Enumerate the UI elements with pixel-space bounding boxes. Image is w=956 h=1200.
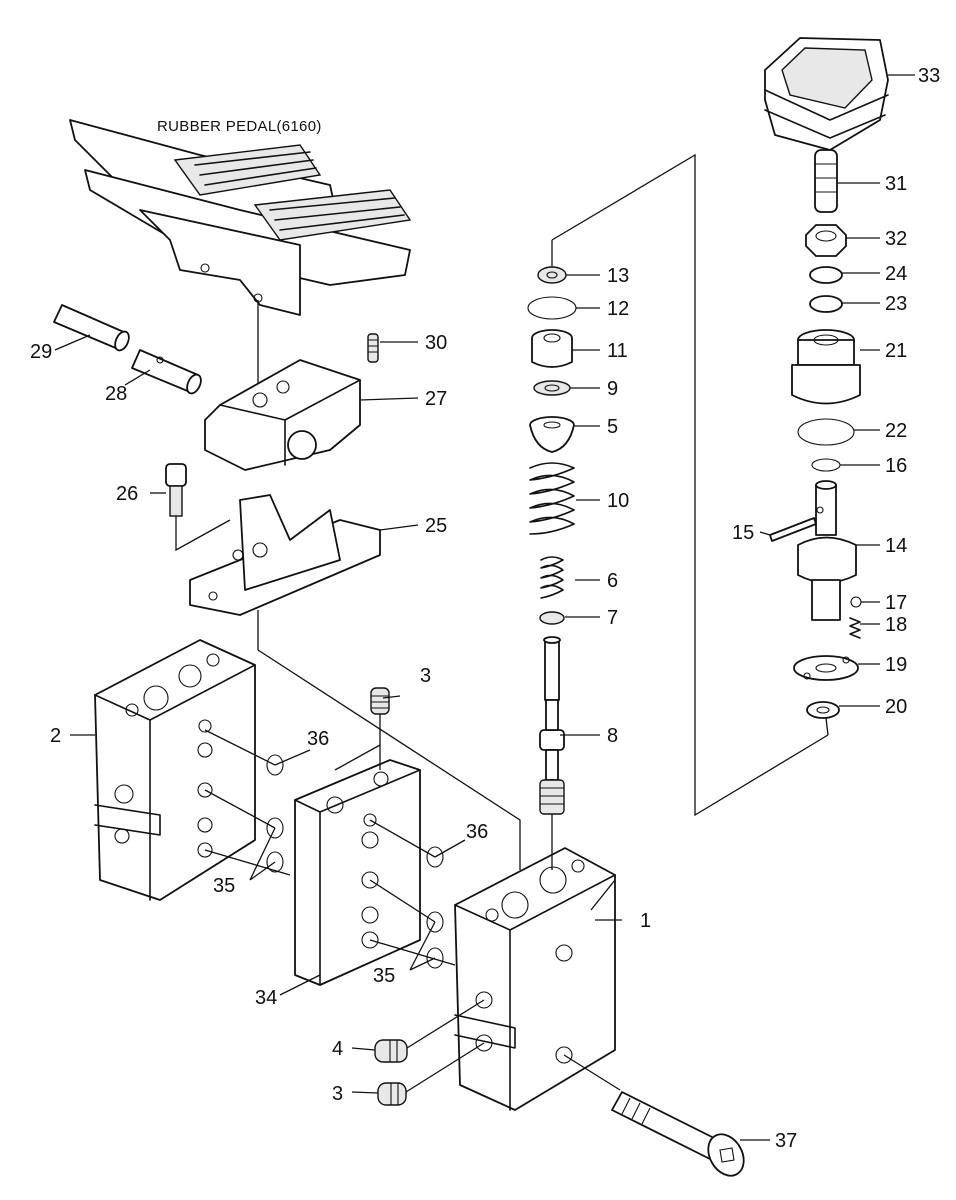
callout-17: 17 bbox=[885, 592, 907, 614]
washer-9 bbox=[533, 380, 571, 396]
plug-body-21 bbox=[791, 329, 861, 405]
spring-18 bbox=[849, 617, 861, 639]
callout-6: 6 bbox=[607, 570, 618, 592]
washer-23 bbox=[809, 295, 843, 313]
callout-11: 11 bbox=[607, 340, 628, 362]
callout-19: 19 bbox=[885, 654, 907, 676]
callout-22: 22 bbox=[885, 420, 907, 442]
callout-35-right: 35 bbox=[373, 965, 395, 987]
callout-16: 16 bbox=[885, 455, 907, 477]
ball-17 bbox=[850, 596, 862, 608]
pin-28 bbox=[131, 349, 202, 395]
callout-15: 15 bbox=[732, 522, 754, 544]
callout-31: 31 bbox=[885, 173, 907, 195]
diagram-title: RUBBER PEDAL(6160) bbox=[157, 118, 322, 135]
set-screw-30 bbox=[367, 333, 379, 363]
pedal-cam-bracket-27 bbox=[204, 359, 361, 471]
pedal-base-plate-25 bbox=[189, 494, 381, 616]
callout-23: 23 bbox=[885, 293, 907, 315]
callout-14: 14 bbox=[885, 535, 907, 557]
washer-7 bbox=[539, 611, 565, 625]
plate-19 bbox=[793, 655, 859, 681]
callout-numbers: 1 2 3 3 4 5 6 7 8 9 10 11 12 13 14 15 16… bbox=[30, 65, 940, 1152]
callout-27: 27 bbox=[425, 388, 447, 410]
washer-24 bbox=[809, 266, 843, 284]
callout-10: 10 bbox=[607, 490, 629, 512]
callout-8: 8 bbox=[607, 725, 618, 747]
boot-33 bbox=[764, 37, 889, 151]
callout-13: 13 bbox=[607, 265, 629, 287]
nut-32 bbox=[805, 224, 847, 257]
callout-leaders bbox=[54, 74, 915, 1141]
callout-3-top: 3 bbox=[420, 665, 431, 687]
seal-11 bbox=[531, 329, 573, 368]
plunger-14 bbox=[797, 480, 857, 621]
callout-36-right: 36 bbox=[466, 821, 488, 843]
callout-26: 26 bbox=[116, 483, 138, 505]
pin-29 bbox=[53, 304, 130, 352]
o-ring-12 bbox=[527, 296, 577, 320]
callout-7: 7 bbox=[607, 607, 618, 629]
callout-36-left: 36 bbox=[307, 728, 329, 750]
callout-9: 9 bbox=[607, 378, 618, 400]
spacer-plate-34 bbox=[294, 759, 421, 986]
callout-21: 21 bbox=[885, 340, 907, 362]
plug-3-top bbox=[370, 687, 390, 715]
callout-18: 18 bbox=[885, 614, 907, 636]
washer-20 bbox=[806, 701, 840, 719]
callout-33: 33 bbox=[918, 65, 940, 87]
bolt-37 bbox=[611, 1091, 745, 1177]
callout-20: 20 bbox=[885, 696, 907, 718]
o-ring-22 bbox=[797, 418, 855, 446]
plug-4 bbox=[374, 1039, 408, 1063]
callout-25: 25 bbox=[425, 515, 447, 537]
callout-4: 4 bbox=[332, 1038, 343, 1060]
rubber-pedal-assembly bbox=[69, 119, 412, 316]
valve-body-1 bbox=[454, 847, 616, 1111]
callout-34: 34 bbox=[255, 987, 277, 1009]
spring-seat-5 bbox=[529, 416, 575, 453]
plug-3-bottom bbox=[377, 1082, 407, 1106]
rod-31 bbox=[814, 149, 838, 213]
pin-15 bbox=[769, 517, 817, 542]
o-ring-16 bbox=[811, 458, 841, 472]
callout-32: 32 bbox=[885, 228, 907, 250]
callout-2: 2 bbox=[50, 725, 61, 747]
callout-37: 37 bbox=[775, 1130, 797, 1152]
callout-29: 29 bbox=[30, 341, 52, 363]
callout-28: 28 bbox=[105, 383, 127, 405]
callout-12: 12 bbox=[607, 298, 629, 320]
socket-screw-26 bbox=[165, 463, 187, 517]
valve-body-2 bbox=[94, 639, 256, 901]
o-rings-36-35 bbox=[266, 754, 444, 969]
spring-10 bbox=[529, 462, 575, 535]
spool-8 bbox=[539, 636, 565, 815]
callout-1: 1 bbox=[640, 910, 651, 932]
spring-6 bbox=[540, 556, 564, 599]
callout-3-bottom: 3 bbox=[332, 1083, 343, 1105]
callout-24: 24 bbox=[885, 263, 907, 285]
callout-5: 5 bbox=[607, 416, 618, 438]
callout-35-left: 35 bbox=[213, 875, 235, 897]
washer-13 bbox=[537, 266, 567, 284]
callout-30: 30 bbox=[425, 332, 447, 354]
